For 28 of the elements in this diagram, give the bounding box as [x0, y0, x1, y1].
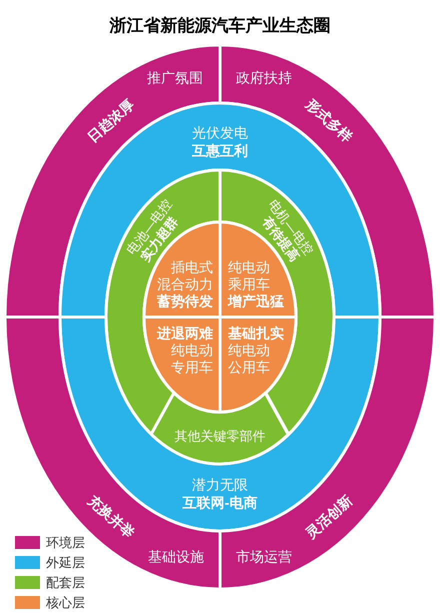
segment-label: 市场运营: [236, 548, 292, 566]
segment-label: 互联网-电商: [182, 494, 258, 512]
segment-label: 互惠互利: [192, 142, 248, 160]
segment-label: 基础扎实: [228, 325, 284, 342]
segment-label: 进退两难: [157, 325, 213, 342]
legend-label: 核心层: [46, 596, 85, 609]
outer-ring-segment: [220, 45, 435, 317]
segment-label: 基础设施: [148, 548, 204, 566]
segment-label: 蓄势待发: [157, 293, 213, 310]
rotated-label: 充换并举: [84, 492, 138, 542]
segment-label: 潜力无限: [192, 476, 248, 494]
rotated-label: 灵活创新: [302, 492, 356, 542]
segment-label: 光伏发电: [192, 124, 248, 142]
rotated-label: 日趋浓厚: [84, 96, 138, 146]
segment-label: 纯电动乘用车: [228, 259, 271, 293]
segment-label: 推广氛围: [147, 70, 203, 86]
segment-label: 纯电动专用车: [170, 342, 213, 376]
diagram-title: 浙江省新能源汽车产业生态圈: [110, 16, 330, 36]
segment-label: 政府扶持: [236, 70, 292, 86]
segment-label: 增产迅猛: [228, 293, 284, 310]
legend-label: 配套层: [46, 576, 85, 589]
outer-ring-segment: [5, 45, 220, 317]
legend-label: 外延层: [46, 556, 85, 569]
rotated-label: 形式多样: [302, 96, 356, 146]
segment-label: 纯电动公用车: [228, 342, 271, 376]
segment-label: 其他关键零部件: [174, 428, 266, 444]
segment-label: 插电式混合动力: [156, 259, 213, 293]
legend-label: 环境层: [46, 536, 85, 549]
